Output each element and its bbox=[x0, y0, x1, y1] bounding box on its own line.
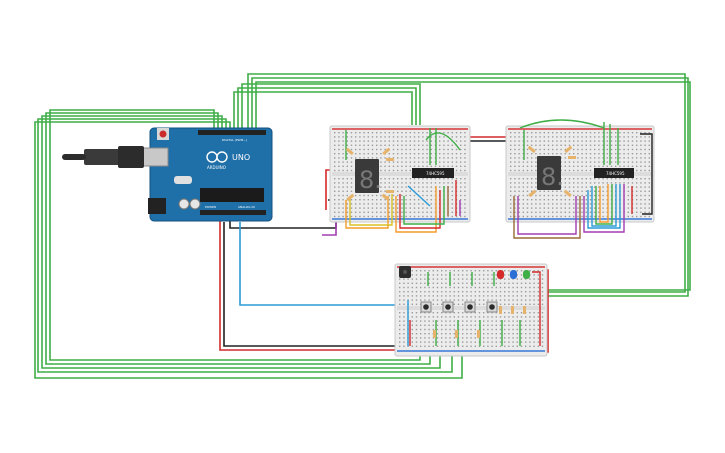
arduino-uno-board[interactable]: UNO ARDUINO DIGITAL (PWM~) POWER ANALOG … bbox=[139, 127, 273, 222]
resistors-bottom bbox=[433, 306, 526, 338]
push-buttons bbox=[420, 301, 498, 313]
arduino-brand-label: ARDUINO bbox=[207, 165, 226, 170]
seven-segment-right[interactable]: 8. bbox=[537, 156, 564, 191]
push-button-cap bbox=[423, 304, 429, 310]
resistors-left bbox=[345, 147, 394, 202]
led-blue[interactable] bbox=[510, 270, 517, 279]
led-green[interactable] bbox=[523, 270, 530, 279]
push-button-cap bbox=[489, 304, 495, 310]
breadboard-right-wires bbox=[513, 119, 653, 239]
seven-segment-left-digit: 8. bbox=[359, 166, 382, 194]
resistors-right bbox=[527, 145, 576, 198]
shift-register-right-label: 74HC595 bbox=[606, 171, 625, 176]
piezo-buzzer[interactable] bbox=[399, 266, 411, 278]
arduino-digital-label: DIGITAL (PWM~) bbox=[222, 138, 247, 142]
shift-register-left-label: 74HC595 bbox=[426, 171, 445, 176]
green-wire-bundle-top bbox=[233, 73, 691, 297]
seven-segment-right-digit: 8. bbox=[541, 163, 564, 191]
leds bbox=[497, 270, 530, 279]
push-button-cap bbox=[467, 304, 473, 310]
shift-register-right[interactable]: 74HC595 bbox=[594, 168, 634, 178]
usb-cable bbox=[62, 146, 144, 168]
green-wire-bundle-left bbox=[34, 109, 463, 379]
seven-segment-left[interactable]: 8. bbox=[355, 159, 382, 194]
arduino-analog-label: ANALOG IN bbox=[238, 205, 255, 209]
arduino-model-label: UNO bbox=[232, 153, 250, 162]
arduino-power-label: POWER bbox=[205, 205, 216, 209]
led-red[interactable] bbox=[497, 270, 504, 279]
push-button-cap bbox=[445, 304, 451, 310]
shift-register-left[interactable]: 74HC595 bbox=[412, 168, 454, 178]
breadboard-left-wires bbox=[345, 128, 461, 233]
